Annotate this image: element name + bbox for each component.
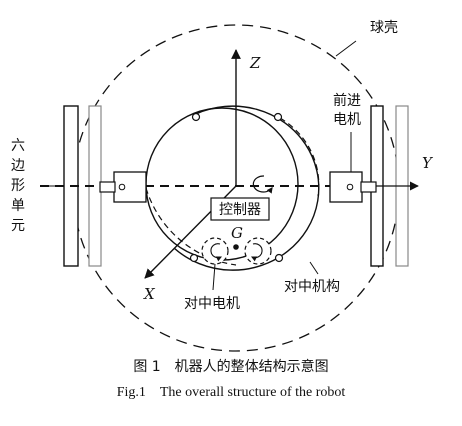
rotation-arrow-icon (251, 243, 263, 262)
leader-shell (335, 40, 357, 57)
leader-centering-mechanism (309, 261, 319, 275)
forward-motor-label-line1: 前进 (333, 92, 361, 109)
controller-box (210, 197, 270, 221)
x-axis-label: X (143, 285, 156, 303)
centering-motor-label: 对中电机 (184, 296, 240, 312)
shell-label: 球壳 (370, 19, 398, 36)
y-axis-label: Y (422, 154, 434, 172)
z-axis-label: Z (249, 54, 261, 72)
rotation-arrow-icon (252, 175, 273, 194)
center-of-mass-label: G (231, 224, 243, 242)
hex-unit-label-char: 元 (11, 218, 25, 234)
joint (191, 112, 201, 122)
center-of-mass-dot (233, 244, 239, 250)
figure-caption-zh: 图 1 机器人的整体结构示意图 (133, 359, 329, 375)
centering-mechanism-circle-front (145, 107, 299, 261)
watermark-overlay (360, 381, 460, 399)
centering-mechanism-label: 对中机构 (284, 279, 340, 295)
centering-motor-left (201, 237, 229, 265)
hex-unit-label-char: 边 (11, 158, 25, 174)
figure-caption-en: Fig.1 The overall structure of the robot (0, 381, 462, 401)
forward-motor-right (329, 171, 363, 203)
rotation-arrow-icon (210, 243, 222, 262)
shaft-hole-left (118, 183, 126, 191)
joint (273, 112, 283, 122)
hex-unit-label-char: 形 (11, 178, 25, 194)
forward-motor-label-line2: 电机 (333, 112, 361, 128)
forward-motor-shaft-right (360, 181, 377, 193)
forward-motor-shaft-left (99, 181, 116, 193)
centering-mechanism-dashed-arc-right (279, 117, 320, 197)
centering-motor-right (244, 237, 272, 265)
shaft-hole-right (346, 183, 354, 191)
centering-mechanism-dashed-arc (145, 187, 237, 266)
hex-unit-label-char: 单 (11, 198, 25, 214)
centering-mechanism-circle-back (173, 105, 320, 271)
controller-label: 控制器 (219, 202, 261, 218)
hex-unit-label-char: 六 (11, 138, 25, 154)
leader-centering-motor (212, 263, 216, 291)
figure-caption-en-text: Fig.1 The overall structure of the robot (116, 385, 346, 400)
joint (274, 253, 284, 263)
hex-unit-label: 六边形单元 (11, 138, 25, 234)
forward-motor-label: 前进 电机 (333, 92, 365, 128)
joint (189, 253, 199, 263)
